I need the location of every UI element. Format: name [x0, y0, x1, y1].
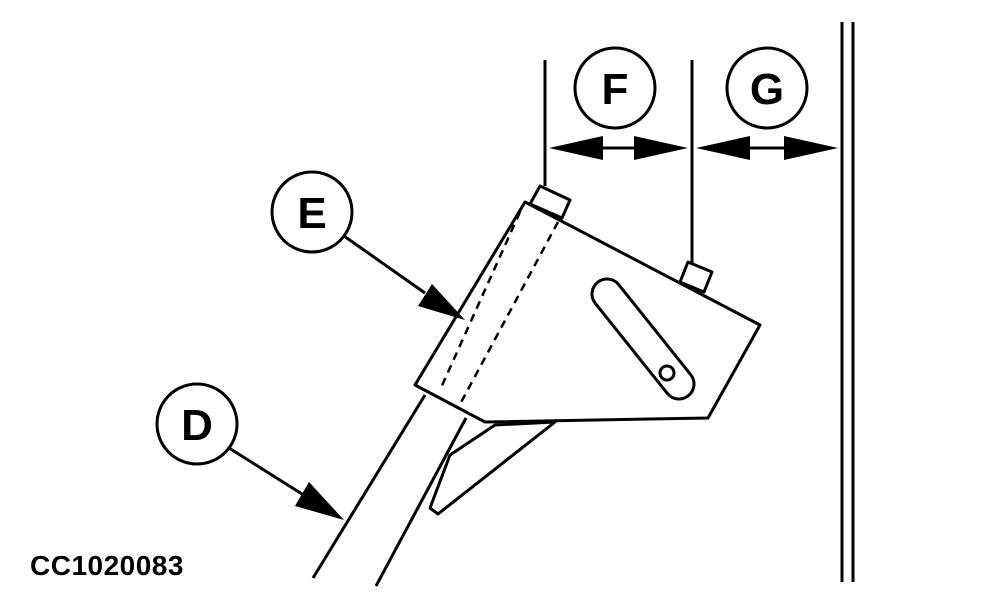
- callout-d-leader: [228, 446, 344, 520]
- callout-e-label: E: [297, 189, 326, 238]
- extension-lines: [543, 60, 694, 264]
- bracket-plate: [413, 200, 762, 424]
- callout-d: D: [155, 382, 239, 466]
- wall: [840, 22, 855, 582]
- callout-g: G: [725, 46, 809, 130]
- tube: [311, 394, 468, 587]
- callout-e-leader: [343, 234, 465, 320]
- figure-id: CC1020083: [30, 550, 184, 581]
- callout-g-label: G: [750, 65, 784, 114]
- bolt: [658, 364, 676, 382]
- upper-tab: [528, 184, 572, 220]
- dimension-f-arrows: [549, 136, 688, 160]
- lower-tab: [678, 260, 714, 294]
- brace: [428, 420, 557, 516]
- callout-d-label: D: [181, 401, 213, 450]
- callout-f: F: [573, 46, 657, 130]
- callout-e: E: [270, 170, 354, 254]
- callout-f-label: F: [602, 65, 629, 114]
- dimension-g-arrows: [696, 136, 838, 160]
